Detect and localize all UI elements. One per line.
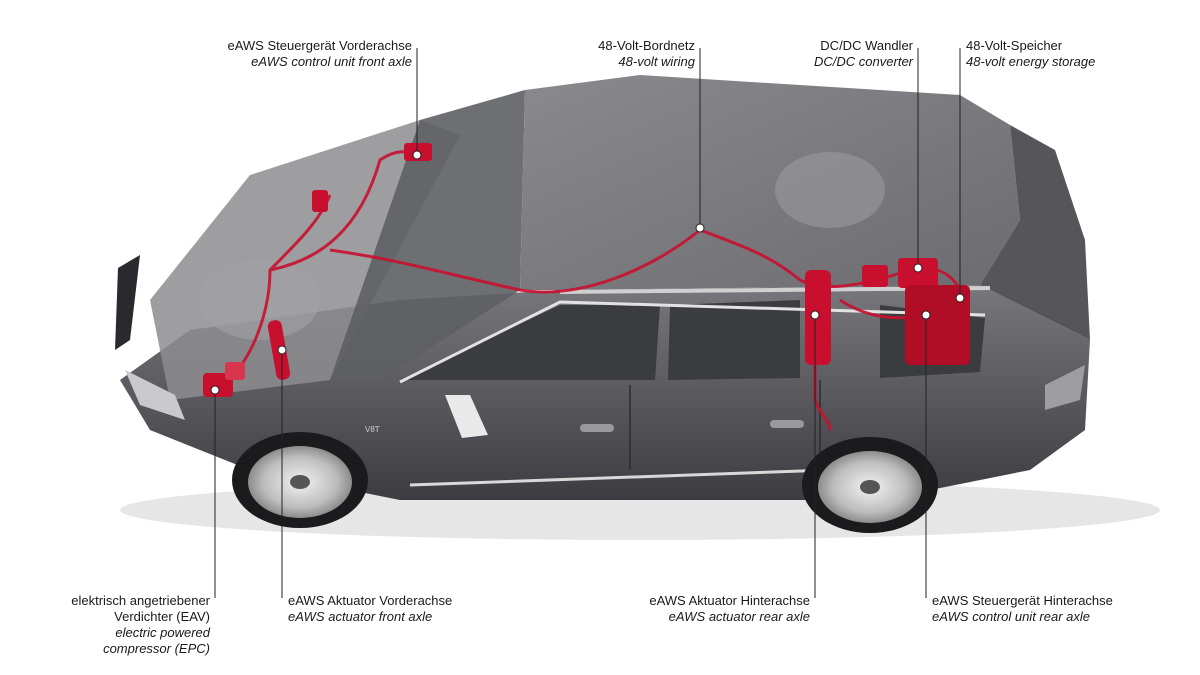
headlight — [125, 370, 185, 420]
window-chrome-trim — [399, 300, 986, 384]
grille — [115, 255, 140, 350]
label-wiring: 48-Volt-Bordnetz 48-volt wiring — [598, 38, 695, 70]
car-roof — [520, 75, 1020, 290]
label-actuator-front-de: eAWS Aktuator Vorderachse — [288, 593, 453, 608]
label-actuator-front-en: eAWS actuator front axle — [288, 609, 433, 624]
compressor-epc — [203, 362, 245, 397]
label-control-unit-front-en: eAWS control unit front axle — [251, 54, 412, 69]
label-compressor: elektrisch angetriebener Verdichter (EAV… — [71, 593, 210, 657]
control-unit-front-secondary — [312, 190, 328, 212]
control-unit-rear-axle — [862, 265, 888, 287]
leader-dots — [210, 150, 965, 395]
label-compressor-en2: compressor (EPC) — [103, 641, 210, 656]
car-windshield — [330, 90, 525, 380]
wheel-rear — [802, 437, 938, 533]
label-actuator-front: eAWS Aktuator Vorderachse eAWS actuator … — [288, 593, 452, 625]
label-dcdc-de: DC/DC Wandler — [820, 38, 913, 53]
label-control-unit-front-de: eAWS Steuergerät Vorderachse — [227, 38, 412, 53]
label-compressor-de2: Verdichter (EAV) — [114, 609, 210, 624]
car-rear-hatch — [980, 125, 1090, 340]
label-control-unit-rear: eAWS Steuergerät Hinterachse eAWS contro… — [932, 593, 1113, 625]
label-actuator-rear: eAWS Aktuator Hinterachse eAWS actuator … — [649, 593, 810, 625]
label-control-unit-rear-de: eAWS Steuergerät Hinterachse — [932, 593, 1113, 608]
label-control-unit-front: eAWS Steuergerät Vorderachse eAWS contro… — [227, 38, 412, 70]
taillight — [1045, 365, 1085, 410]
label-compressor-de1: elektrisch angetriebener — [71, 593, 210, 608]
door-handle-rear — [770, 420, 804, 428]
engine-block — [200, 260, 320, 340]
side-window-front — [400, 305, 660, 380]
label-storage-en: 48-volt energy storage — [966, 54, 1096, 69]
dc-dc-converter — [898, 258, 938, 288]
label-storage: 48-Volt-Speicher 48-volt energy storage — [966, 38, 1095, 70]
label-wiring-en: 48-volt wiring — [618, 54, 695, 69]
lower-sill-trim — [409, 468, 831, 487]
side-window-rear — [668, 300, 800, 380]
wheel-front — [232, 432, 368, 528]
label-storage-de: 48-Volt-Speicher — [966, 38, 1063, 53]
label-control-unit-rear-en: eAWS control unit rear axle — [932, 609, 1090, 624]
label-actuator-rear-de: eAWS Aktuator Hinterachse — [649, 593, 810, 608]
label-dcdc-en: DC/DC converter — [814, 54, 913, 69]
label-wiring-de: 48-Volt-Bordnetz — [598, 38, 695, 53]
car-badge: V8T — [365, 425, 380, 434]
label-compressor-en1: electric powered — [115, 625, 210, 640]
spare-wheel — [775, 152, 885, 228]
leader-lines — [214, 48, 961, 598]
energy-storage-48v — [905, 285, 970, 365]
door-handle-front — [580, 424, 614, 432]
side-vent-chrome — [445, 395, 488, 438]
label-dcdc: DC/DC Wandler DC/DC converter — [814, 38, 913, 70]
label-actuator-rear-en: eAWS actuator rear axle — [668, 609, 810, 624]
